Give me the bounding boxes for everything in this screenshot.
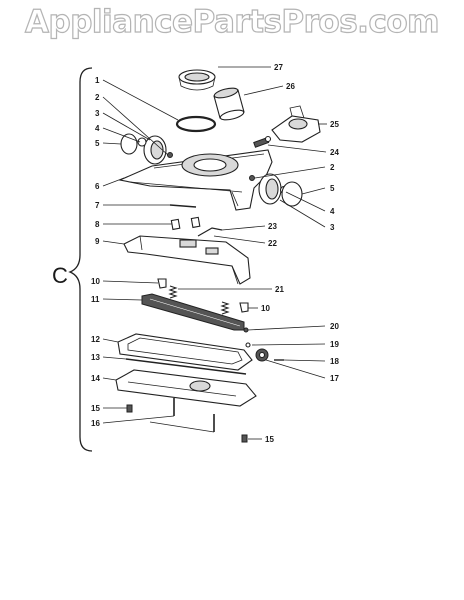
callout-10-right: 10 [261, 304, 270, 313]
callout-8: 8 [95, 220, 100, 229]
callout-10-left: 10 [91, 277, 100, 286]
callout-7: 7 [95, 201, 100, 210]
part-26-cylinder [213, 87, 245, 121]
part-5-right-disc [281, 181, 303, 207]
part-4-left-cap [137, 137, 147, 147]
callout-9: 9 [95, 237, 100, 246]
part-17-knob [255, 348, 269, 362]
watermark-text: AppliancePartsPros.com [24, 3, 440, 40]
callout-1: 1 [95, 76, 100, 85]
callout-4-right: 4 [330, 207, 335, 216]
callout-19: 19 [330, 340, 339, 349]
callout-6: 6 [95, 182, 100, 191]
part-13-rod [125, 358, 247, 375]
part-5-left-disc [120, 133, 138, 155]
part-6-housing [118, 149, 273, 211]
part-25-elbow [271, 105, 321, 143]
part-15-right-screw [241, 434, 248, 443]
leader-lines [102, 66, 327, 440]
callout-27: 27 [274, 63, 283, 72]
part-3-left-wheel [143, 135, 167, 165]
callout-13: 13 [91, 353, 100, 362]
part-15-left-screw [126, 404, 133, 413]
part-10-left-clip [157, 278, 167, 289]
callout-26: 26 [286, 82, 295, 91]
callout-3-right: 3 [330, 223, 335, 232]
callout-21: 21 [275, 285, 284, 294]
callout-23: 23 [268, 222, 277, 231]
callout-15-right: 15 [265, 435, 274, 444]
callout-12: 12 [91, 335, 100, 344]
part-14-baseplate [115, 369, 257, 407]
part-9-frame [123, 235, 251, 285]
part-24-link [253, 135, 272, 148]
callout-24: 24 [330, 148, 339, 157]
group-label: C [52, 263, 68, 288]
group-bracket [68, 67, 93, 452]
callout-14: 14 [91, 374, 100, 383]
part-23-wire [197, 227, 223, 237]
callout-16: 16 [91, 419, 100, 428]
part-20-washer [243, 327, 249, 333]
callout-2-top: 2 [95, 93, 100, 102]
part-21-springs [168, 285, 230, 315]
callout-15-left: 15 [91, 404, 100, 413]
part-8-clips [170, 216, 201, 231]
part-16-screws [173, 398, 215, 432]
callout-25: 25 [330, 120, 339, 129]
part-2-left-washer [167, 152, 173, 158]
part-3-right-wheel [258, 173, 282, 205]
part-19-pin [245, 342, 251, 348]
part-27-cap [178, 69, 216, 91]
part-1-belt [175, 115, 217, 133]
callout-2-right: 2 [330, 163, 335, 172]
callout-4-top: 4 [95, 124, 100, 133]
part-12-bumper [117, 333, 253, 371]
callout-20: 20 [330, 322, 339, 331]
callout-5-top: 5 [95, 139, 100, 148]
callout-11: 11 [91, 295, 100, 304]
callout-18: 18 [330, 357, 339, 366]
callout-22: 22 [268, 239, 277, 248]
part-10-right-clip [239, 302, 249, 313]
part-2-right-washer [249, 175, 255, 181]
callout-3-top: 3 [95, 109, 100, 118]
callout-17: 17 [330, 374, 339, 383]
callout-5-right: 5 [330, 184, 335, 193]
part-7-pin [169, 204, 197, 208]
